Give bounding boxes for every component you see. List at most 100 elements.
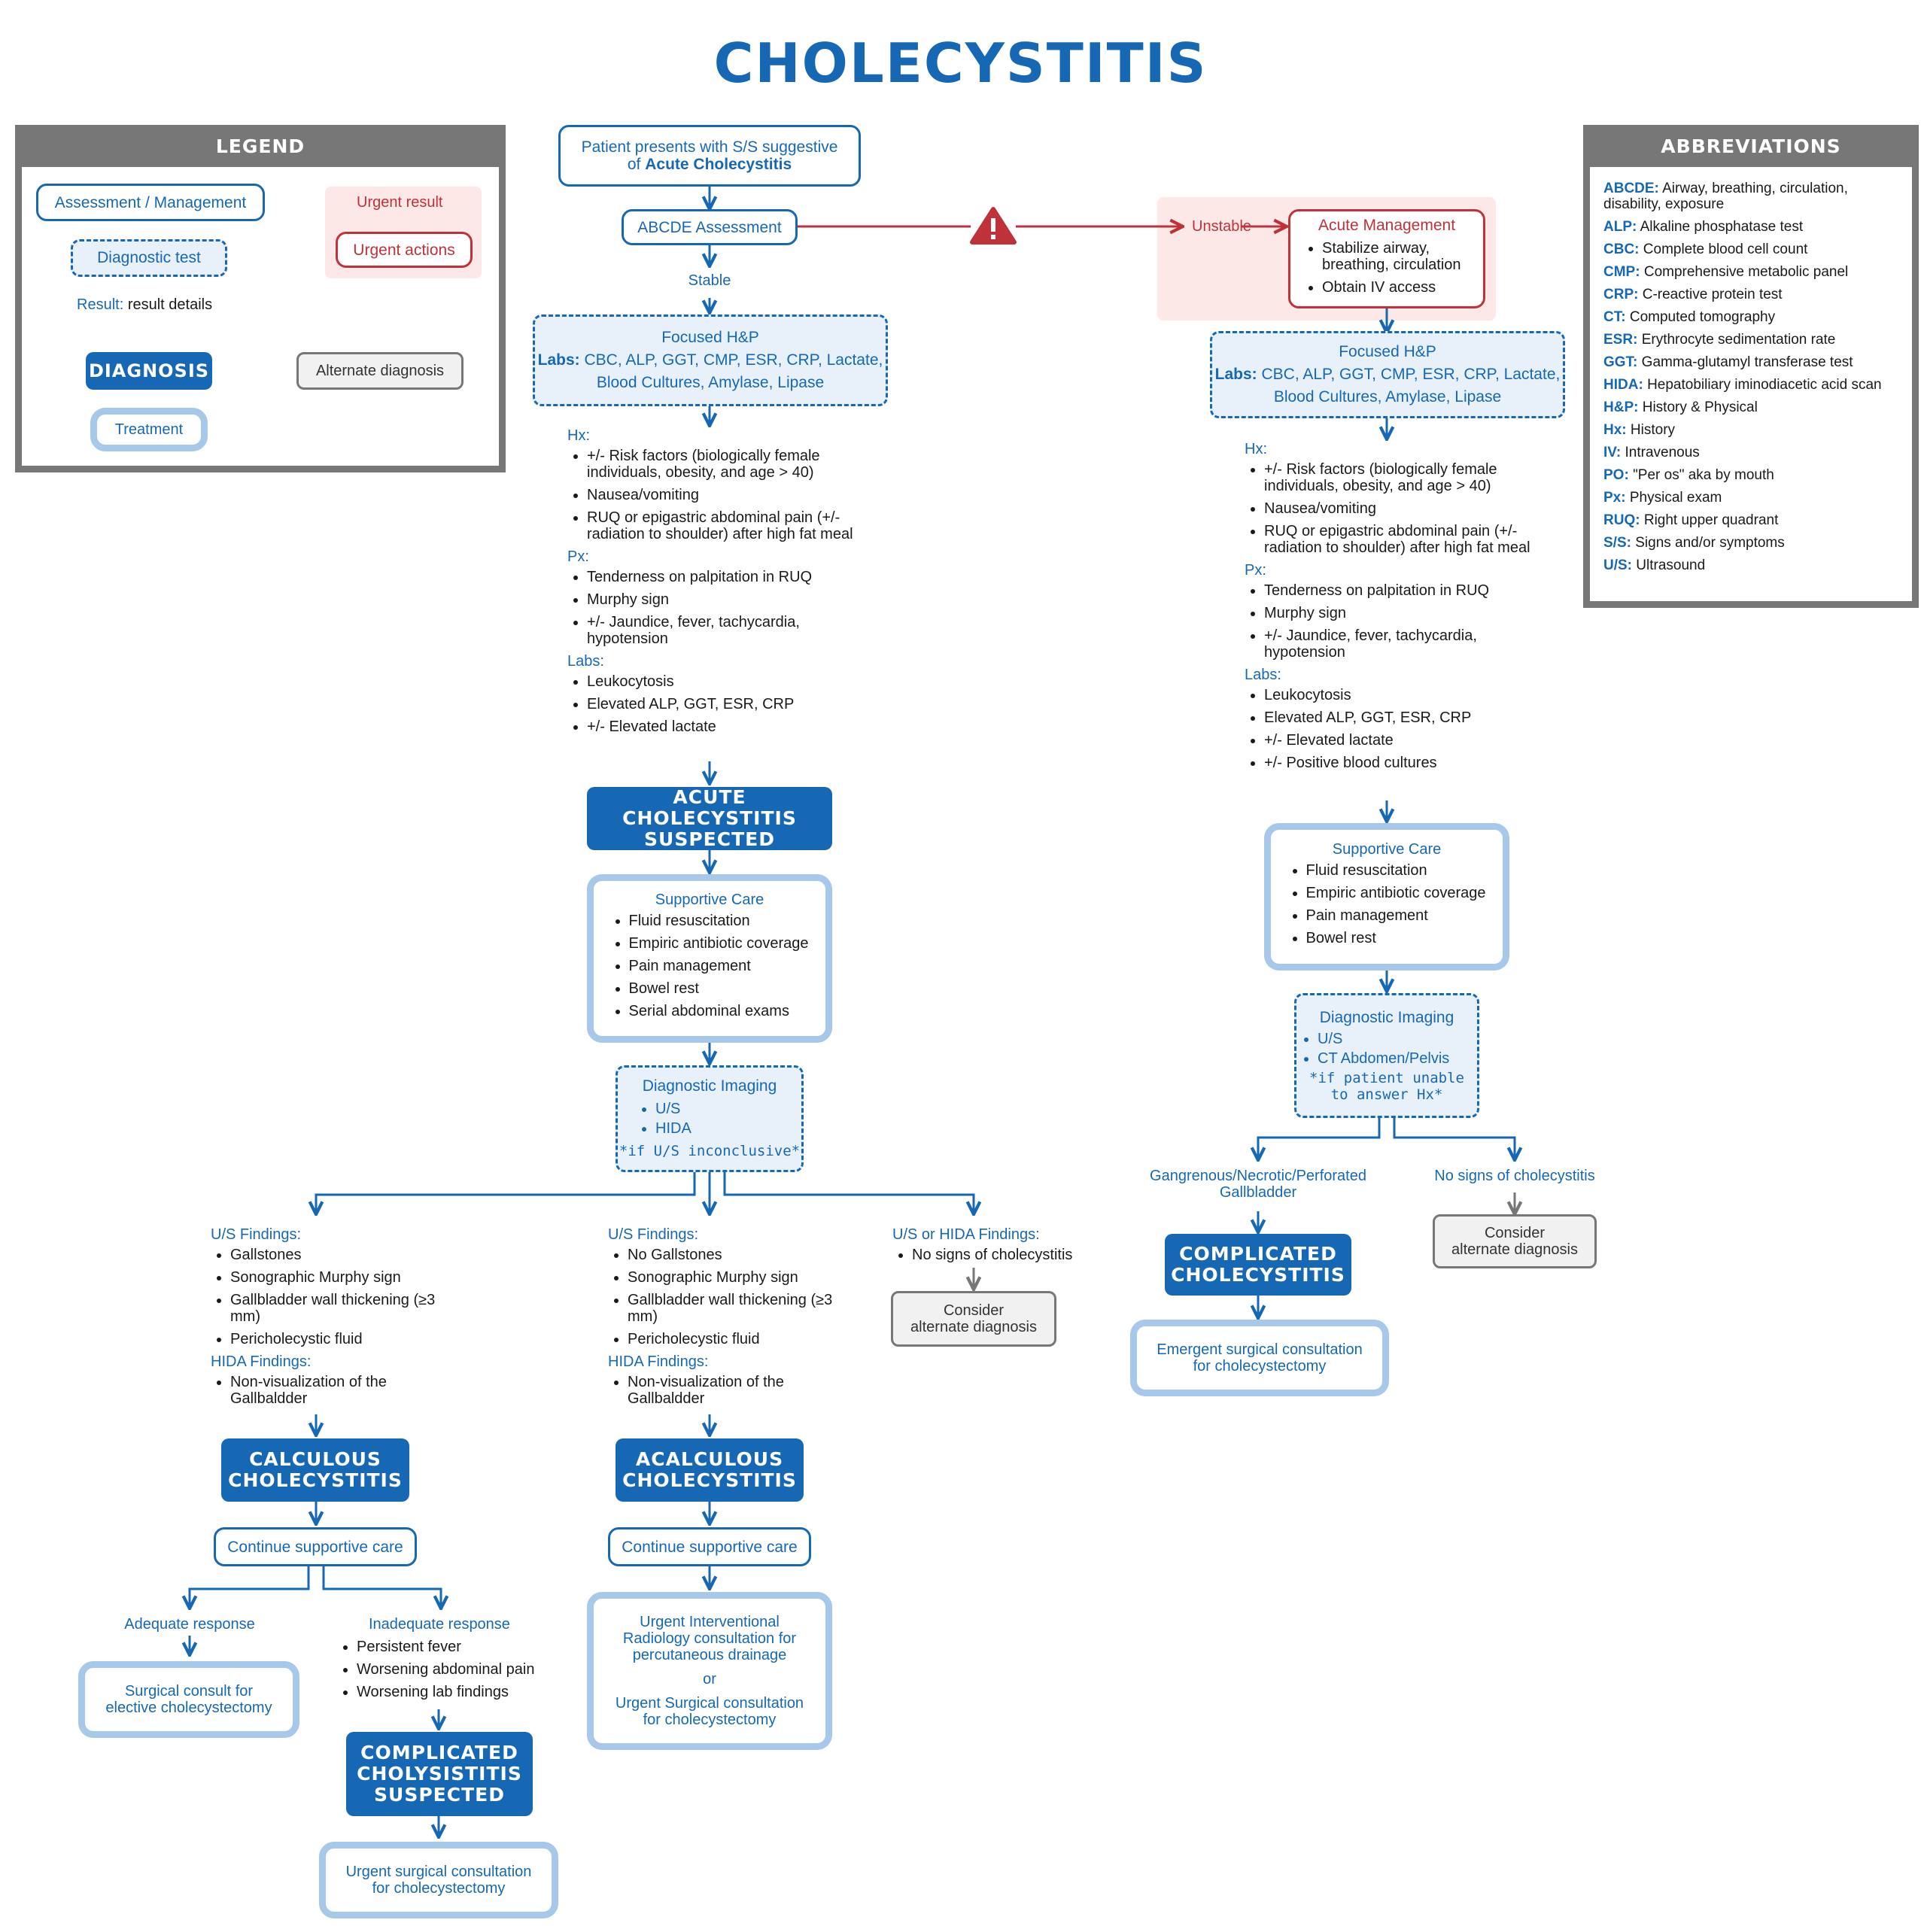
page-title: CHOLECYSTITIS xyxy=(713,32,1208,95)
list-item: U/S xyxy=(655,1101,783,1117)
abbreviation-item: ESR: Erythrocyte sedimentation rate xyxy=(1603,332,1836,348)
focused-hp-left: Focused H&P Labs: CBC, ALP, GGT, CMP, ES… xyxy=(533,314,888,406)
list-item: Worsening lab findings xyxy=(357,1684,582,1700)
legend-result-details: result details xyxy=(127,296,213,313)
no-signs-label: No signs of cholecystitis xyxy=(1434,1168,1595,1184)
list-item: Leukocytosis xyxy=(587,673,853,690)
unstable-label: Unstable xyxy=(1192,218,1251,235)
acute-management-box: Acute Management Stabilize airway, breat… xyxy=(1288,209,1485,308)
list-item: No signs of cholecystitis xyxy=(912,1247,1111,1263)
list-item: Nausea/vomiting xyxy=(587,487,853,503)
abbreviation-item: S/S: Signs and/or symptoms xyxy=(1603,535,1785,551)
abbreviation-item: RUQ: Right upper quadrant xyxy=(1603,512,1779,528)
list-item: Serial abdominal exams xyxy=(629,1003,809,1019)
warning-icon xyxy=(970,207,1017,245)
diagnostic-imaging-left: Diagnostic Imaging U/S HIDA *if U/S inco… xyxy=(616,1065,804,1172)
list-item: Gallbladder wall thickening (≥3 mm) xyxy=(628,1292,834,1325)
abbreviations-list: ABCDE: Airway, breathing, circulation, d… xyxy=(1603,181,1904,580)
list-item: +/- Risk factors (biologically female in… xyxy=(587,448,853,481)
abbreviation-item: U/S: Ultrasound xyxy=(1603,557,1706,573)
list-item: Murphy sign xyxy=(587,591,853,608)
abbreviation-item: Px: Physical exam xyxy=(1603,490,1722,506)
list-item: Bowel rest xyxy=(629,980,809,997)
list-item: Persistent fever xyxy=(357,1639,582,1655)
list-item: Pain management xyxy=(629,958,809,974)
abbreviation-item: H&P: History & Physical xyxy=(1603,399,1758,415)
abbreviations-panel xyxy=(1583,125,1919,608)
list-item: U/S xyxy=(1318,1031,1476,1047)
list-item: CT Abdomen/Pelvis xyxy=(1318,1050,1476,1067)
focused-hp-right: Focused H&P Labs: CBC, ALP, GGT, CMP, ES… xyxy=(1210,331,1565,418)
abbreviation-item: CT: Computed tomography xyxy=(1603,309,1776,325)
abbreviation-item: ALP: Alkaline phosphatase test xyxy=(1603,219,1804,235)
supportive-care-right: Supportive Care Fluid resuscitation Empi… xyxy=(1264,823,1509,971)
list-item: No Gallstones xyxy=(628,1247,834,1263)
list-item: Murphy sign xyxy=(1264,605,1530,621)
list-item: Tenderness on palpitation in RUQ xyxy=(1264,582,1530,599)
legend-diagnostic-test: Diagnostic test xyxy=(71,239,227,277)
abbreviation-item: Hx: History xyxy=(1603,422,1676,438)
list-item: Pain management xyxy=(1306,907,1486,924)
list-item: Elevated ALP, GGT, ESR, CRP xyxy=(587,696,853,712)
list-item: Non-visualization of the Gallbaldder xyxy=(230,1374,444,1407)
calculous-findings: U/S Findings: Gallstones Sonographic Mur… xyxy=(211,1223,444,1413)
inadequate-items: Persistent fever Worsening abdominal pai… xyxy=(337,1639,582,1706)
list-item: Tenderness on palpitation in RUQ xyxy=(587,569,853,585)
list-item: Obtain IV access xyxy=(1322,279,1471,296)
list-item: Sonographic Murphy sign xyxy=(628,1269,834,1286)
legend-assessment-box: Assessment / Management xyxy=(36,184,265,221)
urgent-surgical-consultation: Urgent surgical consultation for cholecy… xyxy=(319,1842,558,1918)
list-item: Empiric antibiotic coverage xyxy=(629,935,809,952)
urgent-ir-consultation: Urgent Interventional Radiology consulta… xyxy=(587,1592,832,1750)
abbreviation-item: HIDA: Hepatobiliary iminodiacetic acid s… xyxy=(1603,377,1882,393)
list-item: +/- Risk factors (biologically female in… xyxy=(1264,461,1530,494)
legend-alternate-diagnosis: Alternate diagnosis xyxy=(296,352,464,390)
abcde-assessment-box: ABCDE Assessment xyxy=(622,209,798,245)
abbreviation-item: PO: "Per os" aka by mouth xyxy=(1603,467,1774,483)
list-item: Elevated ALP, GGT, ESR, CRP xyxy=(1264,709,1530,726)
acalculous-cholecystitis: ACALCULOUS CHOLECYSTITIS xyxy=(616,1438,804,1502)
stable-label: Stable xyxy=(688,272,731,289)
list-item: Sonographic Murphy sign xyxy=(230,1269,444,1286)
list-item: Fluid resuscitation xyxy=(629,913,809,929)
list-item: Nausea/vomiting xyxy=(1264,500,1530,517)
surgical-consult-elective: Surgical consult for elective cholecyste… xyxy=(78,1661,299,1738)
patient-presents-box: Patient presents with S/S suggestive of … xyxy=(558,125,861,187)
list-item: Leukocytosis xyxy=(1264,687,1530,703)
acute-cholecystitis-suspected: ACUTE CHOLECYSTITIS SUSPECTED xyxy=(587,787,832,850)
acalculous-findings: U/S Findings: No Gallstones Sonographic … xyxy=(608,1223,834,1413)
diagnostic-imaging-right: Diagnostic Imaging U/S CT Abdomen/Pelvis… xyxy=(1294,993,1479,1118)
legend-treatment: Treatment xyxy=(90,408,208,451)
list-item: Gallstones xyxy=(230,1247,444,1263)
list-item: +/- Elevated lactate xyxy=(587,718,853,735)
continue-supportive-care-calculous: Continue supportive care xyxy=(214,1527,417,1566)
list-item: +/- Positive blood cultures xyxy=(1264,755,1530,771)
list-item: HIDA xyxy=(655,1120,783,1137)
adequate-response-label: Adequate response xyxy=(124,1616,255,1633)
list-item: Empiric antibiotic coverage xyxy=(1306,885,1486,901)
consider-alternate-center: Consider alternate diagnosis xyxy=(891,1291,1056,1347)
list-item: Fluid resuscitation xyxy=(1306,862,1486,879)
emergent-surgical-consultation: Emergent surgical consultation for chole… xyxy=(1130,1320,1389,1396)
legend-result-label: Result: xyxy=(77,296,124,313)
no-signs-findings: U/S or HIDA Findings: No signs of cholec… xyxy=(892,1223,1111,1269)
legend-heading: LEGEND xyxy=(15,125,506,167)
legend-diagnosis: DIAGNOSIS xyxy=(86,352,212,390)
findings-right: Hx: +/- Risk factors (biologically femal… xyxy=(1245,438,1530,777)
legend-urgent-actions: Urgent actions xyxy=(336,232,473,268)
list-item: RUQ or epigastric abdominal pain (+/- ra… xyxy=(1264,523,1530,556)
abbreviation-item: IV: Intravenous xyxy=(1603,445,1700,460)
continue-supportive-care-acalculous: Continue supportive care xyxy=(608,1527,811,1566)
consider-alternate-right: Consider alternate diagnosis xyxy=(1433,1214,1597,1268)
list-item: Bowel rest xyxy=(1306,930,1486,946)
abbreviation-item: CRP: C-reactive protein test xyxy=(1603,287,1783,302)
list-item: Stabilize airway, breathing, circulation xyxy=(1322,240,1471,273)
list-item: +/- Elevated lactate xyxy=(1264,732,1530,749)
abbreviation-item: ABCDE: Airway, breathing, circulation, d… xyxy=(1603,181,1848,212)
findings-left: Hx: +/- Risk factors (biologically femal… xyxy=(567,424,853,741)
supportive-care-left: Supportive Care Fluid resuscitation Empi… xyxy=(587,874,832,1043)
gangrenous-label: Gangrenous/Necrotic/Perforated Gallbladd… xyxy=(1150,1168,1366,1201)
abbreviation-item: CBC: Complete blood cell count xyxy=(1603,242,1808,257)
list-item: Pericholecystic fluid xyxy=(230,1331,444,1347)
list-item: +/- Jaundice, fever, tachycardia, hypote… xyxy=(1264,627,1530,661)
